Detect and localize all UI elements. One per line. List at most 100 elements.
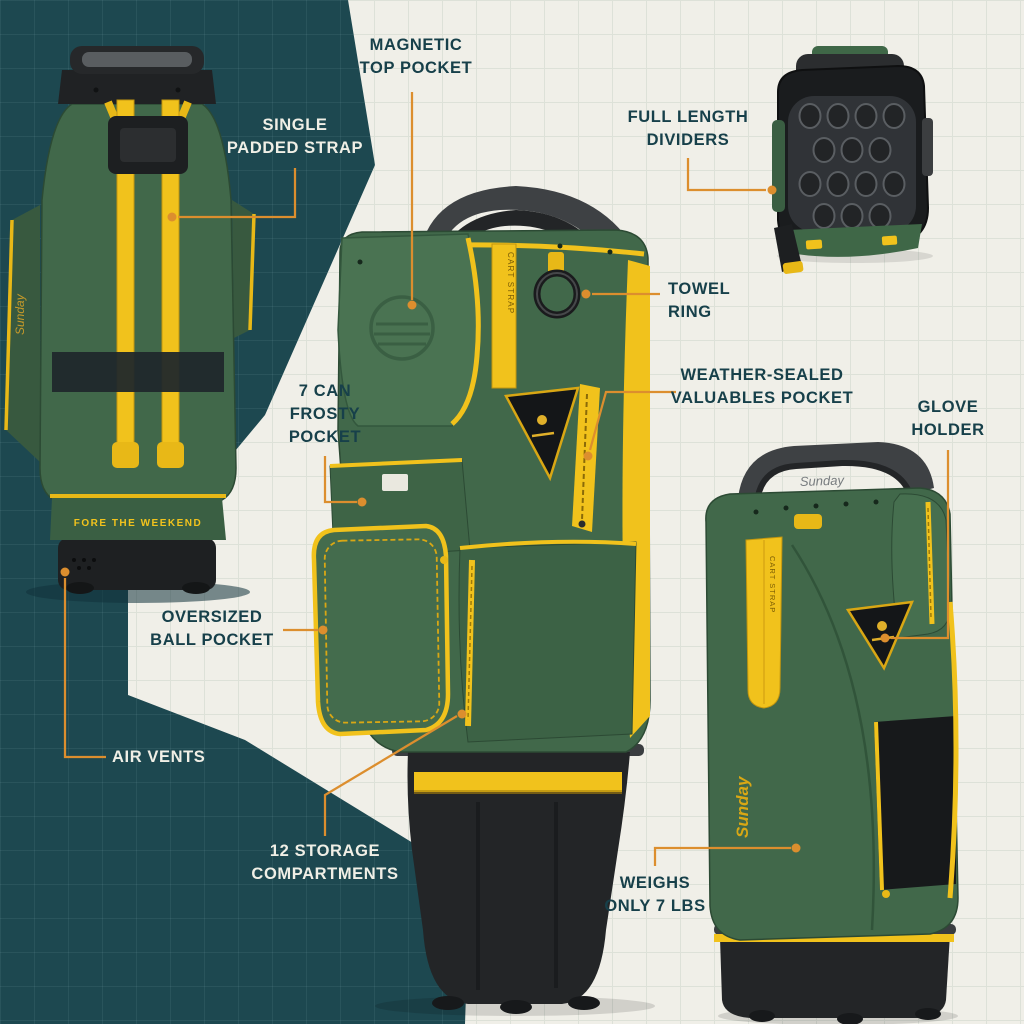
callout-text: VALUABLES POCKET [670,389,854,407]
cart-strap-label: CART STRAP [506,252,515,314]
rivet [753,509,759,515]
brand-tag [382,474,408,491]
pocket-piping [459,539,637,550]
callout-air-vents: AIR VENTS [112,746,205,769]
rivet [813,503,819,509]
cart-strap-label: CART STRAP [768,556,777,613]
rivet [357,259,363,265]
callout-line-weighs [653,846,791,866]
script-logo: Sunday [13,293,27,335]
callout-text: TOWEL [668,280,731,298]
strap-buckle-inner [120,128,176,162]
rivet [557,243,563,249]
callout-dot-towel-ring [581,289,591,299]
script-logo: Sunday [733,775,752,838]
side-accent [772,120,785,212]
band-shadow [414,790,622,794]
bag-base [58,538,216,590]
air-vent-hole [82,558,86,562]
crest-icon [537,415,547,425]
callout-text: AIR VENTS [112,748,206,766]
foot [915,1008,941,1020]
embossed-sunset-logo [369,295,435,361]
base-yellow-band [414,772,622,792]
divider-slot [868,137,892,163]
callout-weather-sealed-valuables-pocket: WEATHER-SEALED VALUABLES POCKET [671,364,854,410]
cart-handle-inner [755,459,913,497]
callout-full-length-dividers: FULL LENGTH DIVIDERS [628,106,749,152]
velcro-panel [874,716,956,890]
oversized-ball-pocket [311,523,451,737]
bottom-accent [788,224,922,257]
divider-slot [812,137,836,163]
callout-dot-magnetic-top-pocket [407,300,417,310]
cart-strap [491,243,517,389]
callout-dot-single-padded-strap [167,212,177,222]
callout-text: WEIGHS [619,874,691,892]
handle-script-logo: Sunday [800,472,846,489]
edge-trim [947,601,959,899]
divider-slot [812,203,836,229]
ball-pocket-zipper [323,538,441,724]
callout-text: FROSTY [289,405,361,423]
bag-back-view: FORE THE WEEKEND Sunday [4,46,256,603]
rivet [843,501,849,507]
callout-magnetic-top-pocket: MAGNETIC TOP POCKET [360,34,473,80]
rivet [93,87,99,93]
left-wing-trim [4,219,14,431]
callout-text: 12 STORAGE [269,842,381,860]
zipper-teeth [927,507,932,619]
callout-line-weather-sealed [588,390,676,451]
callout-dot-weather-sealed [583,451,593,461]
callout-seven-can-frosty-pocket: 7 CAN FROSTY POCKET [289,380,361,449]
divider-slot [854,103,878,129]
right-wing-trim [248,213,256,331]
panel-trim [874,721,884,891]
divider-slot [882,171,906,197]
zipper-teeth [467,565,473,721]
callout-line-single-padded-strap [178,168,297,219]
bag-base [720,934,950,1018]
pocket-seam [790,544,876,931]
divider-slot [840,137,864,163]
bag-base [407,752,630,1004]
handle-yoke [58,70,216,104]
callout-line-air-vents [63,578,106,759]
base-trim [50,494,226,498]
bag-body [39,103,237,501]
foot [837,1013,863,1024]
cart-handle-inner [440,210,602,258]
divider-slot [798,171,822,197]
bag-top-view [772,46,933,274]
callout-twelve-storage-compartments: 12 STORAGE COMPARTMENTS [251,840,398,886]
callout-dots [60,185,890,853]
callout-text: HOLDER [911,421,985,439]
callout-text: GLOVE [917,398,979,416]
strap-end [157,442,184,468]
callout-dot-full-length-dividers [767,185,777,195]
accent-clip [805,239,823,250]
base-piping [714,934,954,942]
towel-ring-highlight [536,272,578,316]
callout-dot-glove-holder [880,633,890,643]
callout-line-twelve-storage [323,715,458,836]
zipper-pull [882,890,890,898]
base-slogan: FORE THE WEEKEND [74,518,202,529]
air-vent-hole [77,566,81,570]
callout-dot-air-vents [60,567,70,577]
foot [432,996,464,1010]
base-plate [50,498,226,540]
cart-handle [420,186,634,258]
elastic-band [52,352,224,392]
divider-slot [882,103,906,129]
callout-oversized-ball-pocket: OVERSIZED BALL POCKET [150,606,274,652]
cart-handle [738,442,934,498]
pocket-trim [450,237,481,426]
bag-side-view: Sunday CART STRAP Sunday [705,442,959,1024]
left-wing [6,205,40,462]
zipper-pull [578,520,586,528]
divider-slot [868,203,892,229]
rivet [873,499,879,505]
air-vent-hole [87,566,91,570]
callout-text: SINGLE [262,116,328,134]
